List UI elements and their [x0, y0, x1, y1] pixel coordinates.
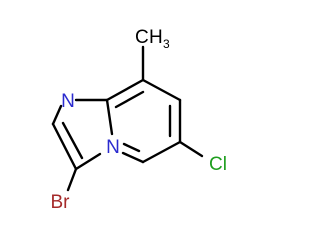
bond-c5-n4: [121, 151, 145, 164]
atom-label-chlorine: Cl: [209, 154, 227, 175]
bond-c8a-c8-double: [114, 90, 145, 109]
molecule-structure: N N Br Cl C H 3: [51, 27, 227, 213]
atom-label-n-bridge: N: [106, 137, 120, 158]
bond-c8-c7: [141, 78, 182, 102]
atom-labels: N N Br Cl C H 3: [51, 27, 227, 213]
methyl-carbon: C: [135, 27, 149, 48]
bond-c3-c2-double: [61, 121, 84, 160]
bond-c6-cl: [178, 140, 204, 158]
bond-c5-n4-double: [122, 142, 141, 153]
bond-n4-c3: [74, 152, 102, 171]
bond-c3-c2: [51, 122, 78, 171]
bond-c8a-n4: [105, 98, 114, 136]
bond-group: [51, 45, 204, 192]
atom-label-n-imine: N: [61, 91, 75, 112]
bond-c6-c5: [141, 140, 182, 164]
methyl-label: C H 3: [135, 27, 170, 51]
bond-c3-br: [66, 167, 78, 192]
methyl-hydrogen: H: [149, 27, 163, 48]
bond-c2-n1: [51, 104, 63, 126]
bond-c8a-c8: [105, 78, 145, 102]
atom-label-bromine: Br: [51, 192, 71, 213]
methyl-subscript: 3: [163, 37, 170, 51]
